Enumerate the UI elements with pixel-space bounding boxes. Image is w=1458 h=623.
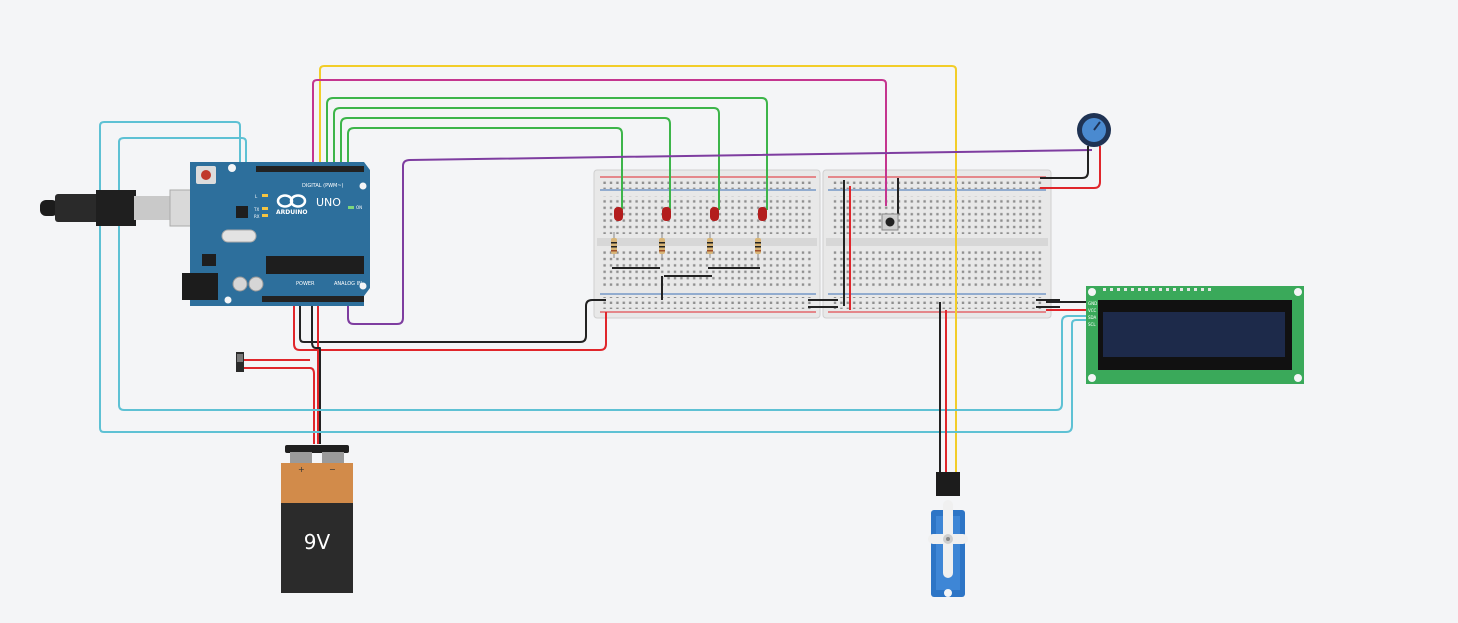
arduino-uno-board[interactable]: DIGITAL (PWM~) POWER ANALOG IN L TX RX O… <box>40 162 370 306</box>
analog-header-label: ANALOG IN <box>334 281 362 287</box>
servo-icon[interactable] <box>928 472 968 597</box>
breadboard-right[interactable] <box>822 169 1052 319</box>
arduino-led-tx-label: TX <box>253 207 259 212</box>
potentiometer-icon[interactable] <box>1077 113 1111 147</box>
arduino-brand-label: ARDUINO <box>276 209 307 216</box>
lcd-pin-scl: SCL <box>1088 322 1096 327</box>
lcd-pin-gnd: GND <box>1088 301 1097 306</box>
power-header-label: POWER <box>296 281 315 287</box>
pushbutton-icon[interactable] <box>881 178 899 231</box>
led-array <box>611 207 767 258</box>
arduino-led-rx-label: RX <box>254 214 260 219</box>
battery-voltage-label: 9V <box>304 530 331 554</box>
rail-bridge-wires <box>843 180 851 310</box>
battery-minus-label: − <box>329 465 336 474</box>
lcd-pin-vcc: VCC <box>1088 308 1097 313</box>
breadboard-jumpers <box>612 267 1060 308</box>
arduino-led-l-label: L <box>255 194 258 199</box>
slide-switch-icon[interactable] <box>236 352 244 372</box>
arduino-model-label: UNO <box>316 196 341 209</box>
lcd-16x2-display: GND VCC SDA SCL <box>1086 286 1304 384</box>
led-icon <box>614 207 767 221</box>
arduino-logo-icon <box>276 194 307 208</box>
wires <box>99 65 1101 492</box>
digital-header-label: DIGITAL (PWM~) <box>302 183 344 189</box>
battery-9v: + − 9V <box>281 445 353 593</box>
arduino-on-label: ON <box>356 205 362 210</box>
lcd-pin-sda: SDA <box>1088 315 1097 320</box>
battery-plus-label: + <box>298 465 305 474</box>
